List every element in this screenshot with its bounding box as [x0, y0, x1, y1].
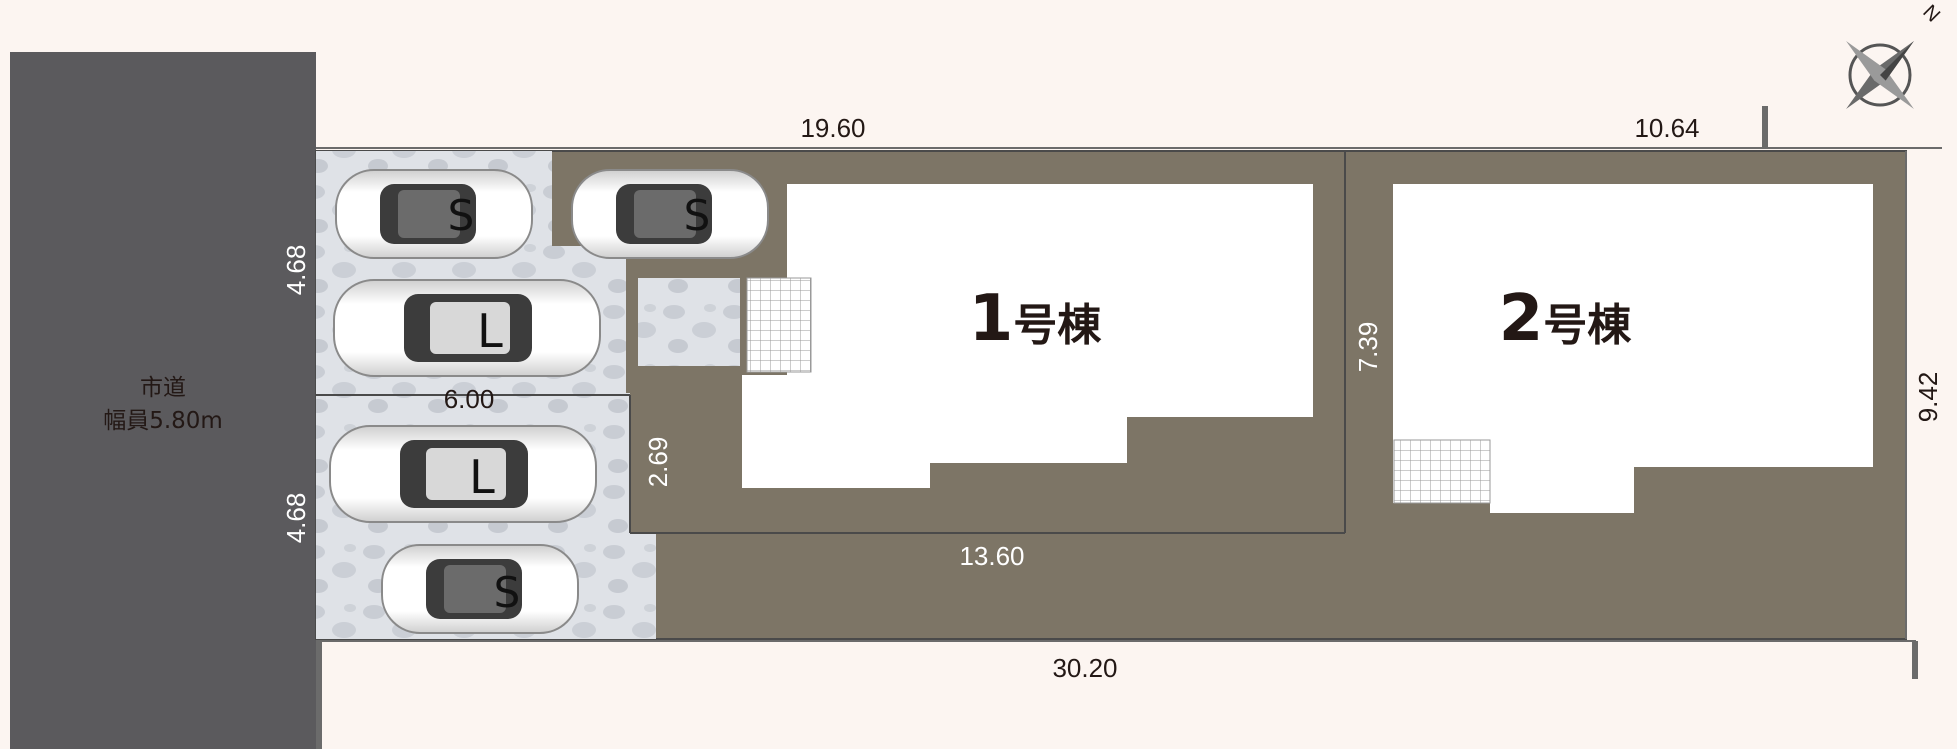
- road-area: [10, 52, 316, 749]
- parking-size-label: L: [469, 450, 495, 504]
- building-1: [742, 184, 1313, 488]
- building-2-label: 2号棟: [1499, 282, 1633, 356]
- parking-space-l: L: [329, 425, 597, 523]
- dim-left-lower: 4.68: [281, 493, 311, 544]
- parking-size-label: S: [684, 191, 711, 240]
- parking-space-s: S: [571, 169, 769, 259]
- compass-icon: [1846, 41, 1914, 109]
- parking-space-s: S: [335, 169, 533, 259]
- dim-driveway-depth: 2.69: [643, 437, 673, 488]
- building-1-label: 1号棟: [969, 282, 1103, 356]
- paving-patch: [638, 278, 740, 366]
- dim-bottom-total: 30.20: [1052, 653, 1117, 683]
- dim-inner-bottom: 13.60: [959, 541, 1024, 571]
- dim-top-lot2: 10.64: [1634, 113, 1699, 143]
- dim-driveway-width: 6.00: [444, 384, 495, 414]
- parking-size-label: L: [477, 304, 503, 358]
- entrance-tiles: [1393, 439, 1491, 504]
- parking-size-label: S: [448, 191, 475, 240]
- parking-space-s: S: [381, 544, 579, 634]
- road-width: 幅員5.80m: [103, 408, 223, 434]
- dimension-tick: [1762, 106, 1768, 148]
- building-2: [1393, 184, 1873, 513]
- dim-left-upper: 4.68: [281, 245, 311, 296]
- dim-right-depth: 9.42: [1913, 372, 1943, 423]
- dimension-tick: [316, 641, 322, 749]
- dimension-tick: [1912, 641, 1918, 679]
- dim-top-lot1: 19.60: [800, 113, 865, 143]
- parking-size-label: S: [494, 568, 521, 617]
- dim-divider-depth: 7.39: [1353, 322, 1383, 373]
- entrance-tiles: [746, 277, 812, 373]
- compass-north-label: N: [1918, 1, 1944, 27]
- parking-space-l: L: [333, 279, 601, 377]
- road-name: 市道: [140, 375, 186, 401]
